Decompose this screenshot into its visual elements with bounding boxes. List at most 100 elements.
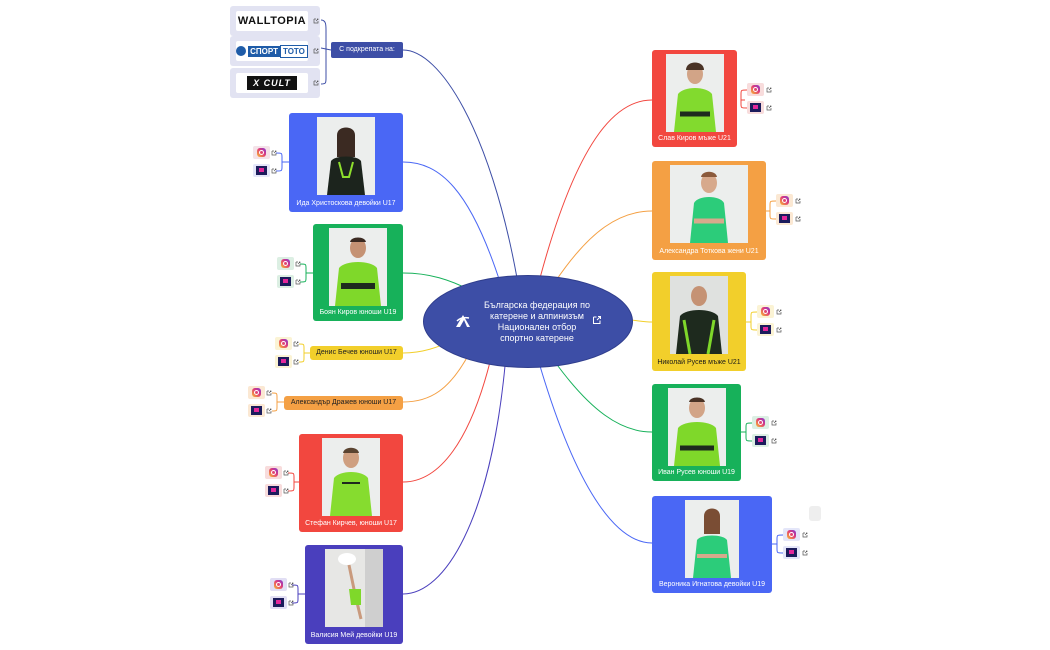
athlete-card-alexandra[interactable]: Александра Тоткова жени U21	[652, 161, 766, 260]
profile-link-icon	[278, 357, 289, 366]
athlete-card-boyan[interactable]: Боян Киров юноши U19	[313, 224, 403, 321]
athlete-photo	[685, 500, 739, 578]
sponsor-sporttoto[interactable]: СПОРТ ТОТО	[230, 36, 320, 66]
profile-link[interactable]	[776, 212, 793, 225]
sponsor-walltopia[interactable]: WALLTOPIA	[230, 6, 320, 36]
edge-slav	[539, 99, 653, 279]
instagram-icon	[787, 530, 796, 539]
profile-link[interactable]	[752, 434, 769, 447]
profile-link[interactable]	[265, 484, 282, 497]
instagram-icon	[756, 418, 765, 427]
external-link-icon[interactable]	[295, 279, 301, 285]
instagram-link[interactable]	[776, 194, 793, 207]
instagram-link[interactable]	[270, 578, 287, 591]
external-link-icon[interactable]	[313, 18, 319, 24]
profile-link[interactable]	[270, 596, 287, 609]
athlete-photo	[325, 549, 383, 627]
profile-link-icon	[251, 406, 262, 415]
athlete-photo	[670, 276, 728, 354]
athlete-card-denis[interactable]: Денис Бечев юноши U17	[310, 346, 403, 360]
external-link-icon[interactable]	[313, 80, 319, 86]
athlete-photo	[329, 228, 387, 306]
profile-link-icon	[760, 325, 771, 334]
external-link-icon[interactable]	[795, 216, 801, 222]
profile-link[interactable]	[783, 546, 800, 559]
hover-handle[interactable]	[809, 506, 821, 521]
instagram-link[interactable]	[265, 466, 282, 479]
external-link-icon[interactable]	[288, 600, 294, 606]
external-link-icon[interactable]	[776, 327, 782, 333]
external-link-icon[interactable]	[771, 438, 777, 444]
external-link-icon[interactable]	[283, 470, 289, 476]
instagram-link[interactable]	[275, 337, 292, 350]
athlete-name: Ида Христоскова девойки U17	[296, 200, 396, 207]
athlete-card-valisia[interactable]: Валисия Мей девойки U19	[305, 545, 403, 644]
instagram-link[interactable]	[783, 528, 800, 541]
profile-link-icon	[750, 103, 761, 112]
athlete-photo	[322, 438, 380, 516]
athlete-card-ida[interactable]: Ида Христоскова девойки U17	[289, 113, 403, 212]
edge-support	[402, 49, 518, 279]
athlete-card-ivan[interactable]: Иван Русев юноши U19	[652, 384, 741, 481]
profile-link-icon	[273, 598, 284, 607]
athlete-card-stefan[interactable]: Стефан Кирчев, юноши U17	[299, 434, 403, 532]
support-label[interactable]: С подкрепата на:	[331, 42, 403, 58]
profile-link[interactable]	[757, 323, 774, 336]
athlete-card-slav[interactable]: Слав Киров мъже U21	[652, 50, 737, 147]
instagram-link[interactable]	[757, 305, 774, 318]
instagram-link[interactable]	[253, 146, 270, 159]
external-link-icon[interactable]	[313, 48, 319, 54]
external-link-icon[interactable]	[802, 532, 808, 538]
external-link-icon[interactable]	[293, 341, 299, 347]
instagram-icon	[269, 468, 278, 477]
external-link-icon[interactable]	[288, 582, 294, 588]
external-link-icon[interactable]	[295, 261, 301, 267]
athlete-card-alexandar[interactable]: Александър Дражев юноши U17	[284, 396, 403, 410]
athlete-name: Вероника Игнатова девойки U19	[658, 581, 766, 588]
sponsor-xcult[interactable]: X CULT	[230, 68, 320, 98]
profile-link-icon	[779, 214, 790, 223]
instagram-icon	[780, 196, 789, 205]
instagram-icon	[257, 148, 266, 157]
center-node[interactable]: Българска федерация по катерене и алпини…	[423, 275, 633, 368]
athlete-name: Стефан Кирчев, юноши U17	[305, 520, 397, 527]
profile-link-icon	[280, 277, 291, 286]
profile-link[interactable]	[275, 355, 292, 368]
external-link-icon[interactable]	[592, 315, 602, 325]
external-link-icon[interactable]	[795, 198, 801, 204]
athlete-name: Валисия Мей девойки U19	[310, 632, 398, 639]
edge-valisia	[402, 365, 506, 595]
external-link-icon[interactable]	[766, 87, 772, 93]
external-link-icon[interactable]	[283, 488, 289, 494]
external-link-icon[interactable]	[776, 309, 782, 315]
external-link-icon[interactable]	[266, 390, 272, 396]
athlete-card-veronika[interactable]: Вероника Игнатова девойки U19	[652, 496, 772, 593]
profile-link[interactable]	[747, 101, 764, 114]
instagram-icon	[761, 307, 770, 316]
external-link-icon[interactable]	[293, 359, 299, 365]
instagram-link[interactable]	[747, 83, 764, 96]
sporttoto-logo: СПОРТ ТОТО	[236, 41, 308, 61]
external-link-icon[interactable]	[271, 150, 277, 156]
instagram-link[interactable]	[752, 416, 769, 429]
profile-link[interactable]	[248, 404, 265, 417]
edge-veronika	[539, 365, 653, 544]
profile-link-icon	[755, 436, 766, 445]
external-link-icon[interactable]	[766, 105, 772, 111]
external-link-icon[interactable]	[802, 550, 808, 556]
external-link-icon[interactable]	[271, 168, 277, 174]
external-link-icon[interactable]	[266, 408, 272, 414]
profile-link[interactable]	[277, 275, 294, 288]
instagram-link[interactable]	[277, 257, 294, 270]
athlete-card-nikolay[interactable]: Николай Русев мъже U21	[652, 272, 746, 371]
edge-ivan	[554, 361, 653, 433]
athlete-photo	[670, 165, 748, 243]
edge-stefan	[402, 361, 491, 483]
edge-ida	[402, 161, 501, 283]
instagram-icon	[274, 580, 283, 589]
instagram-link[interactable]	[248, 386, 265, 399]
instagram-icon	[279, 339, 288, 348]
external-link-icon[interactable]	[771, 420, 777, 426]
profile-link[interactable]	[253, 164, 270, 177]
